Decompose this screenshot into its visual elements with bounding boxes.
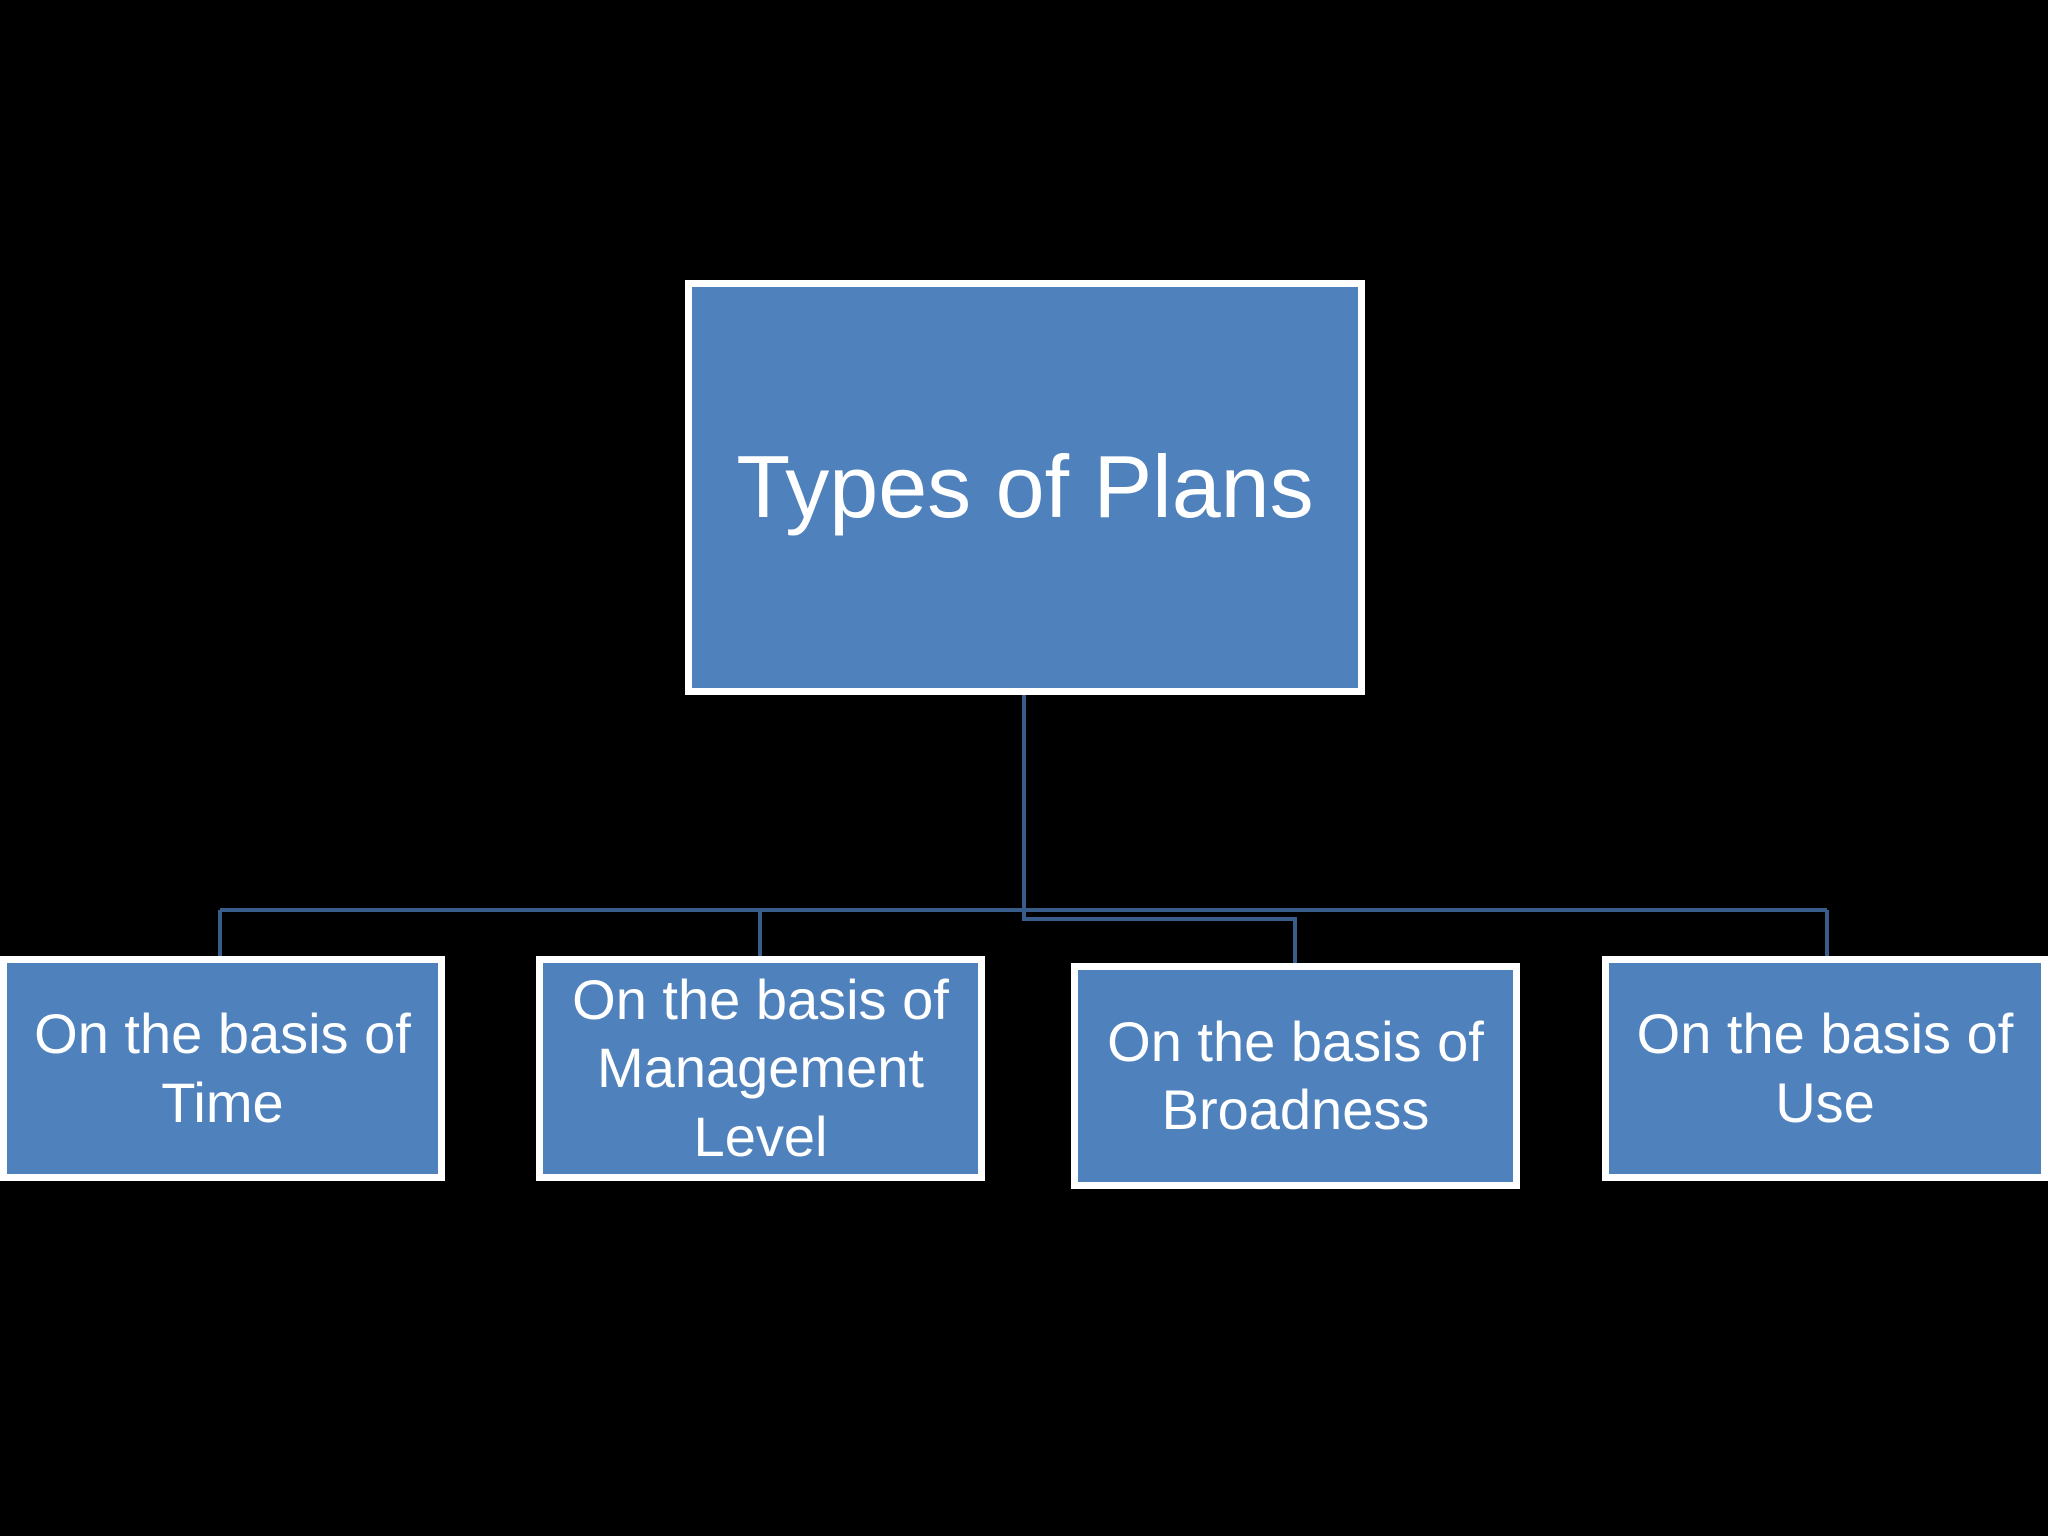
child-node-label: On the basis of Time xyxy=(34,1002,411,1134)
child-node-label: On the basis of Management Level xyxy=(572,968,949,1168)
root-node-label: Types of Plans xyxy=(736,437,1314,537)
child-node-management-level: On the basis of Management Level xyxy=(536,956,985,1181)
child-node-time: On the basis of Time xyxy=(0,956,445,1181)
root-node-types-of-plans: Types of Plans xyxy=(685,280,1365,695)
child-node-use: On the basis of Use xyxy=(1602,956,2048,1181)
child-node-label: On the basis of Use xyxy=(1636,1002,2014,1134)
child-node-broadness: On the basis of Broadness xyxy=(1071,963,1520,1189)
branch-connector-broadness xyxy=(1022,912,1297,965)
child-node-label: On the basis of Broadness xyxy=(1107,1009,1484,1141)
